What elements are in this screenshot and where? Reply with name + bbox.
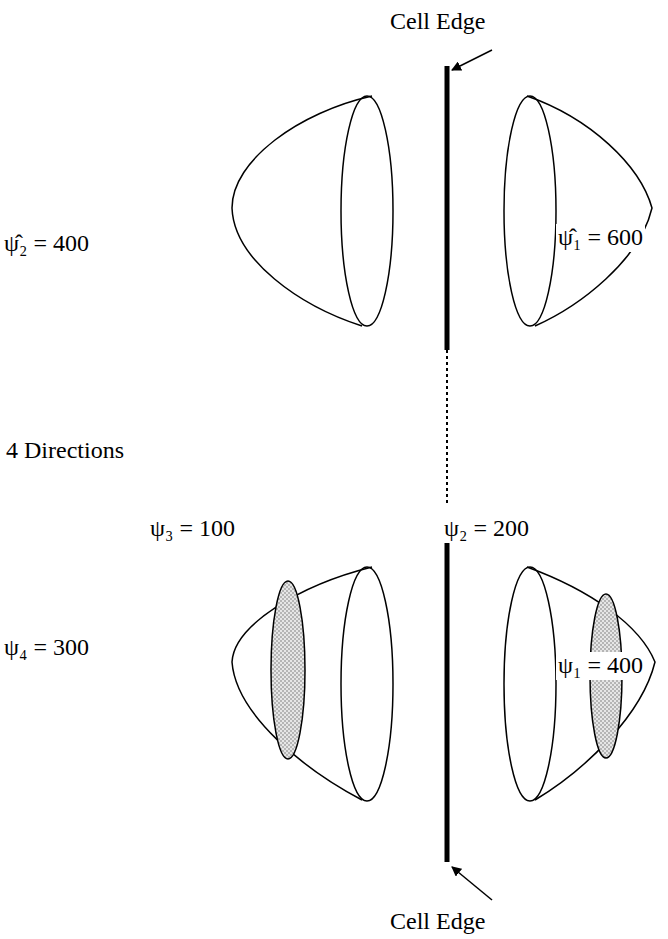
angular-lobe (232, 96, 372, 326)
cell-edge-line (445, 66, 450, 350)
lobe-face (504, 96, 556, 326)
lobe-face (504, 567, 556, 801)
angular-lobe (527, 96, 652, 326)
flux-label: ψ̂₁ = 600 (556, 224, 645, 252)
flux-label: ψ₄ = 300 (4, 634, 89, 662)
lobe-face (341, 96, 393, 326)
angular-lobe (232, 567, 372, 800)
flux-label: ψ̂₂ = 400 (4, 230, 89, 258)
leader-arrow (452, 867, 492, 900)
flux-label: ψ₂ = 200 (442, 515, 531, 543)
cell-edge-label: Cell Edge (390, 8, 485, 36)
leader-arrow (452, 50, 492, 70)
angular-lobe (527, 567, 655, 800)
cell-edge-line (445, 520, 450, 862)
cell-edge-label: Cell Edge (390, 908, 485, 936)
flux-label: ψ₃ = 100 (150, 515, 235, 543)
cell-edge-dotted (446, 350, 448, 505)
shaded-direction (271, 581, 305, 759)
lobe-face (341, 567, 393, 801)
direction-count: 4 Directions (6, 437, 124, 465)
flux-label: ψ₁ = 400 (556, 652, 645, 680)
